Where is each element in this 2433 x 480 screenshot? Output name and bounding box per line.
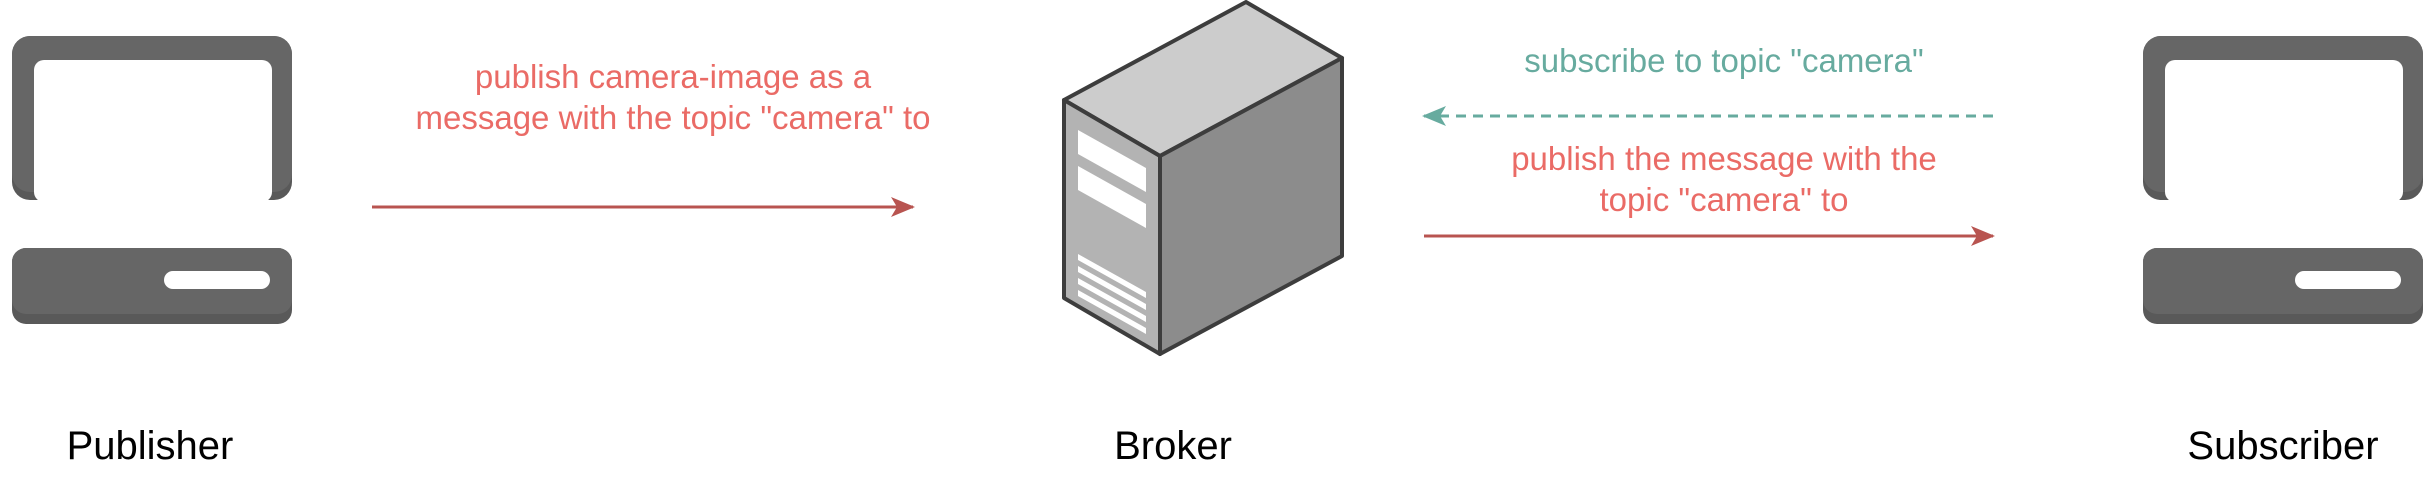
broker-server-icon xyxy=(1062,0,1344,356)
publisher-computer-icon xyxy=(12,36,292,324)
subscribe-edge-label: subscribe to topic "camera" xyxy=(1524,42,1924,79)
subscriber-label: Subscriber xyxy=(2187,424,2379,468)
publisher-label: Publisher xyxy=(66,424,234,468)
publish-edge-label: publish camera-image as a message with t… xyxy=(415,58,931,136)
forward-edge-label: publish the message with the topic "came… xyxy=(1511,140,1937,218)
subscriber-computer-icon xyxy=(2143,36,2423,324)
broker-label: Broker xyxy=(1114,424,1232,468)
